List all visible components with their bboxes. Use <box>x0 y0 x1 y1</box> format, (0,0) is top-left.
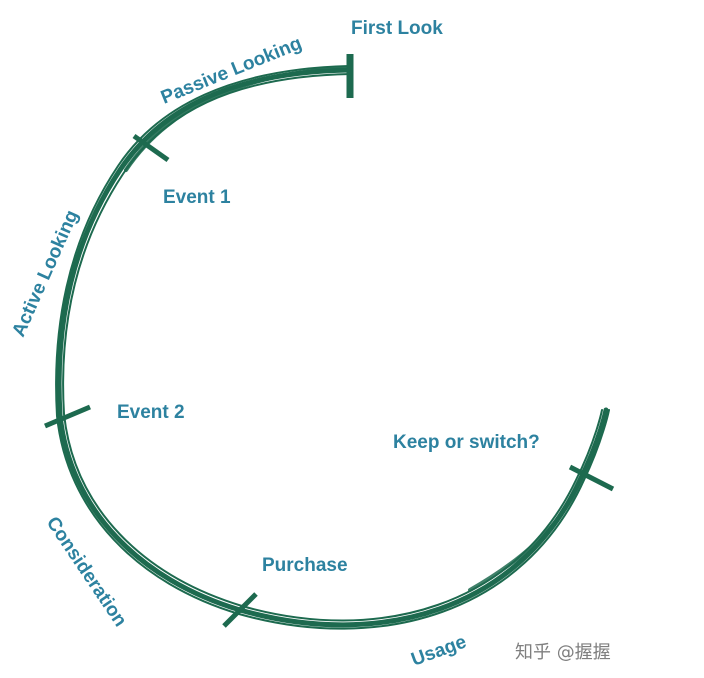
tick-purchase <box>222 592 258 628</box>
arc-stroke-4 <box>124 66 347 172</box>
label-first-look: First Look <box>351 18 443 39</box>
tick-event-2 <box>44 404 91 429</box>
label-event-2: Event 2 <box>117 402 185 423</box>
event-ticks <box>44 133 615 628</box>
journey-arc <box>55 65 610 630</box>
label-passive-looking: Passive Looking <box>158 33 305 109</box>
label-purchase: Purchase <box>262 555 348 576</box>
label-event-1: Event 1 <box>163 187 231 208</box>
tick-event-1 <box>132 133 170 163</box>
tick-keep-or-switch <box>568 464 615 492</box>
label-usage: Usage <box>409 631 470 670</box>
watermark-text: 知乎 @握握 <box>515 642 611 663</box>
arc-stroke-3 <box>62 73 603 622</box>
label-keep-or-switch: Keep or switch? <box>393 432 540 453</box>
arc-stroke-5 <box>468 438 600 592</box>
